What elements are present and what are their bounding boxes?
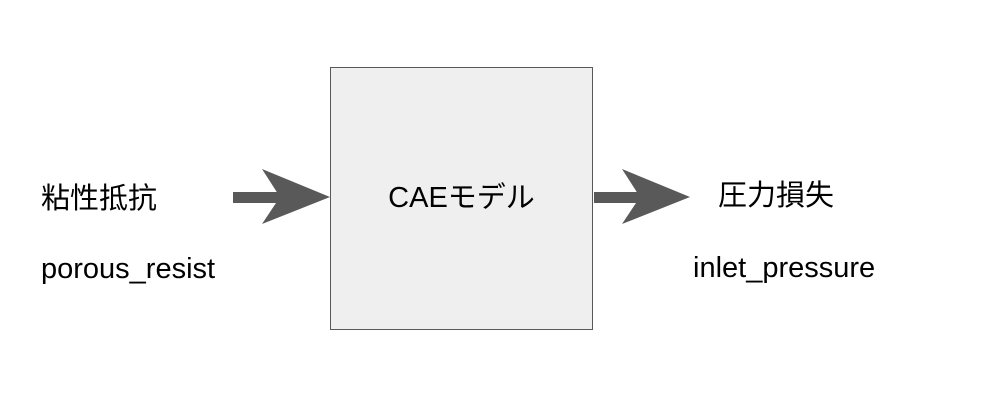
input-label-variable: porous_resist xyxy=(41,253,216,285)
output-arrow-shaft xyxy=(594,192,654,203)
model-label: CAEモデル xyxy=(388,182,535,214)
output-label-japanese: 圧力損失 xyxy=(718,178,835,212)
cae-model-block: CAEモデル xyxy=(330,67,593,330)
output-arrow-head xyxy=(622,169,690,224)
input-label-japanese: 粘性抵抗 xyxy=(41,181,158,215)
input-arrow xyxy=(233,169,330,224)
output-arrow xyxy=(594,169,690,224)
output-label-variable: inlet_pressure xyxy=(693,252,876,284)
input-arrow-shaft xyxy=(233,192,293,203)
input-arrow-head xyxy=(262,169,330,224)
